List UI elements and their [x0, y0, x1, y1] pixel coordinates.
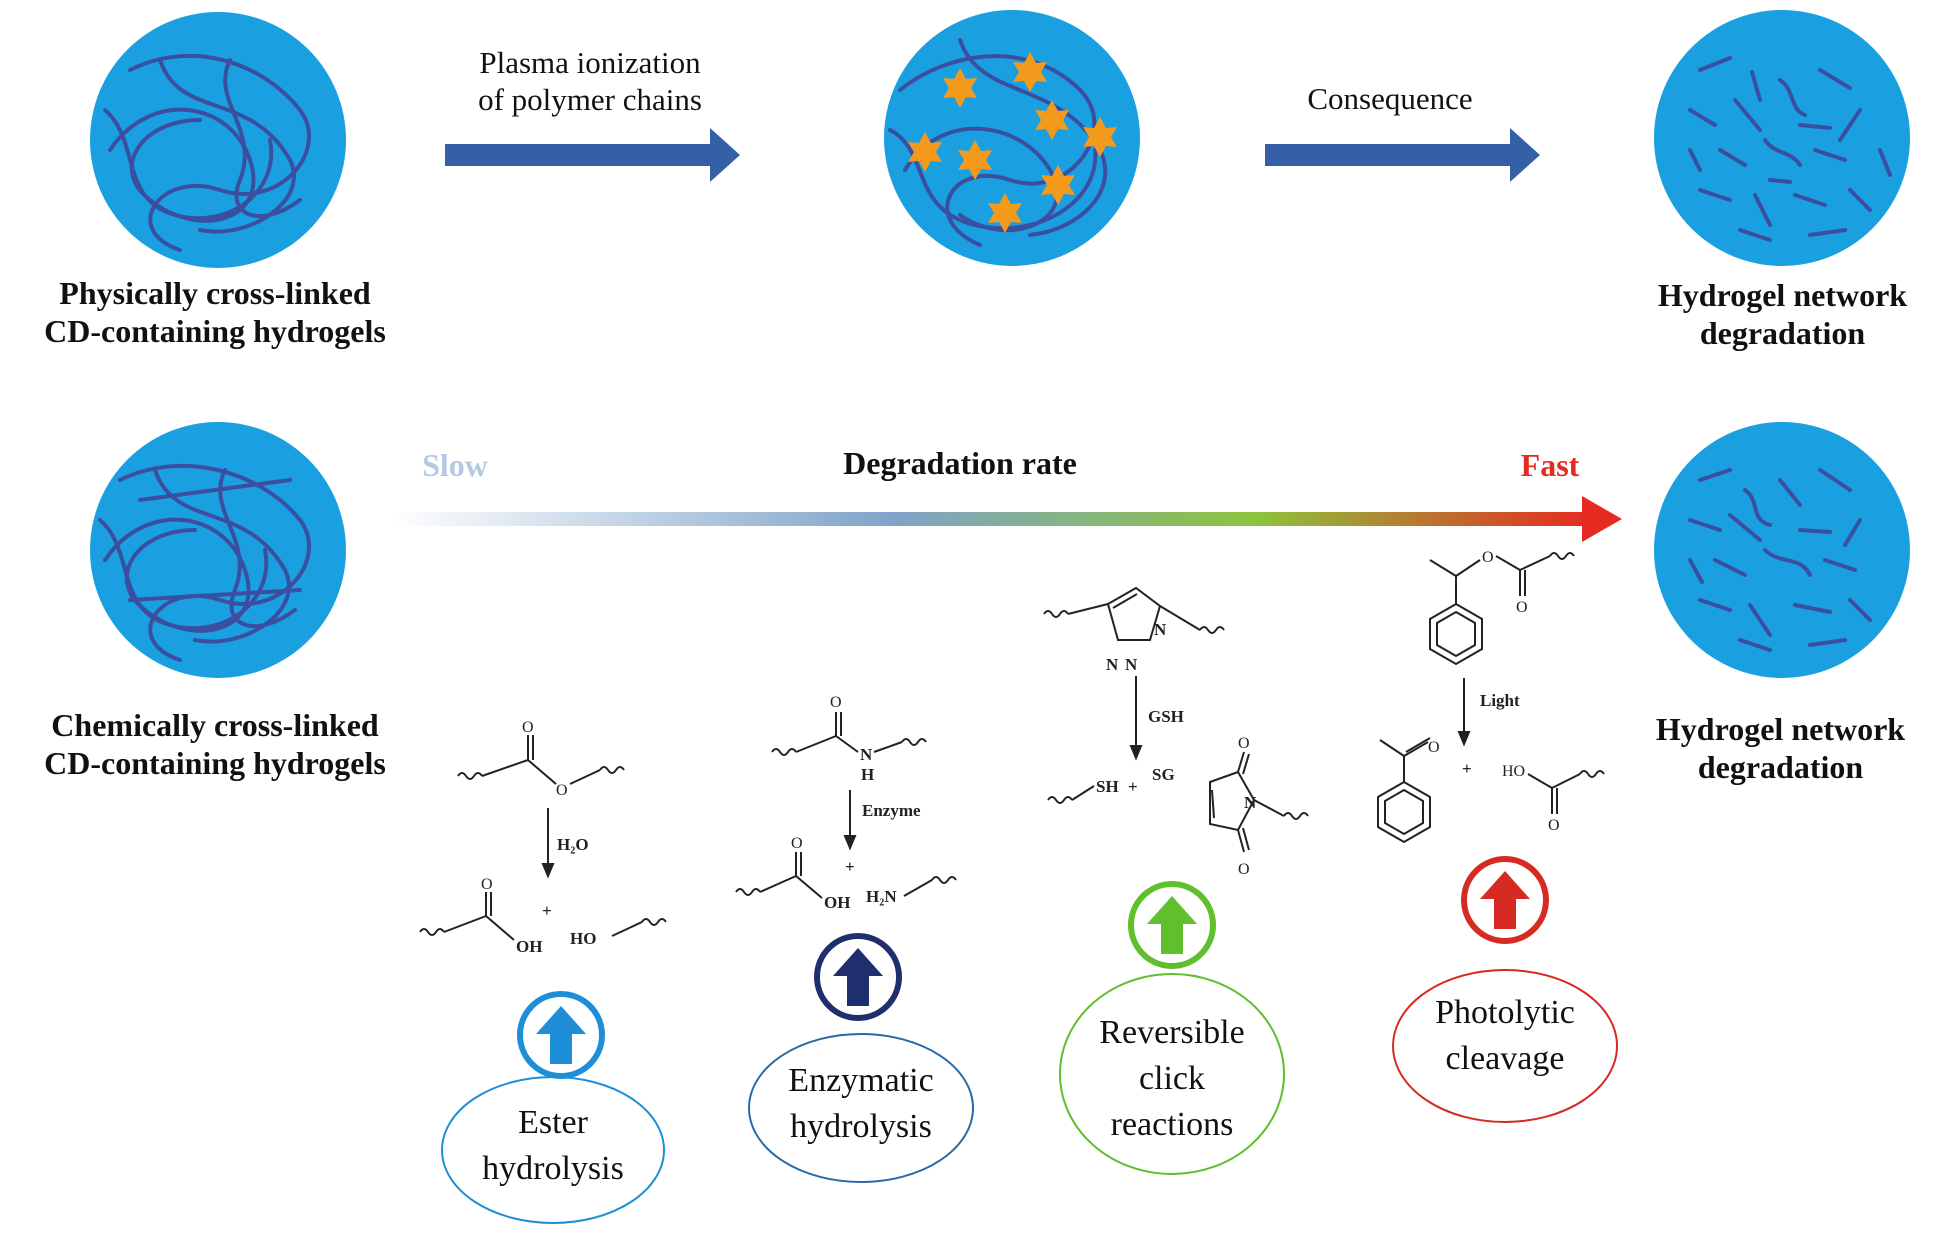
svg-text:GSH: GSH — [1148, 707, 1184, 726]
svg-text:Enzyme: Enzyme — [862, 801, 921, 820]
svg-text:O: O — [1238, 861, 1250, 878]
sphere-degraded-top — [1654, 10, 1910, 266]
svg-text:+: + — [1462, 759, 1472, 778]
click-ellipse — [1059, 973, 1285, 1175]
click-up-arrow-icon — [1128, 881, 1216, 969]
svg-text:O: O — [830, 694, 842, 711]
svg-text:HO: HO — [570, 929, 596, 948]
enzymatic-ellipse — [748, 1033, 974, 1183]
svg-text:+: + — [845, 857, 855, 876]
svg-text:SG: SG — [1152, 765, 1175, 784]
svg-text:+: + — [1128, 777, 1138, 796]
svg-text:O: O — [522, 719, 534, 736]
svg-text:H: H — [861, 765, 874, 784]
plasma-arrow — [445, 128, 740, 182]
svg-text:H₂O: H₂O — [557, 835, 589, 854]
photolytic-scheme-text: O O Light O + HO O — [1428, 549, 1560, 834]
photolytic-ellipse — [1392, 969, 1618, 1123]
enzymatic-scheme — [735, 712, 957, 899]
sphere-plasma — [884, 10, 1140, 266]
ester-up-arrow-icon — [517, 991, 605, 1079]
svg-text:N: N — [1154, 620, 1167, 639]
svg-text:O: O — [481, 876, 493, 893]
svg-text:O: O — [1516, 599, 1528, 616]
svg-text:O: O — [1238, 735, 1250, 752]
enzymatic-up-arrow-icon — [814, 933, 902, 1021]
svg-text:O: O — [556, 782, 568, 799]
svg-text:N: N — [1125, 655, 1138, 674]
photolytic-up-arrow-icon — [1461, 856, 1549, 944]
fast-label: Fast — [1520, 447, 1580, 483]
consequence-arrow — [1265, 128, 1540, 182]
svg-text:O: O — [1548, 817, 1560, 834]
svg-text:N: N — [1244, 793, 1257, 812]
svg-text:O: O — [791, 835, 803, 852]
svg-text:OH: OH — [516, 937, 542, 956]
sphere-physical — [90, 12, 346, 268]
svg-text:O: O — [1482, 549, 1494, 566]
svg-text:N: N — [1106, 655, 1119, 674]
ester-ellipse — [441, 1076, 665, 1224]
sphere-degraded-bottom — [1654, 422, 1910, 678]
svg-text:SH: SH — [1096, 777, 1119, 796]
svg-text:+: + — [542, 901, 552, 920]
degradation-rate-title: Degradation rate — [843, 445, 1077, 481]
degradation-rate-arrow — [390, 496, 1622, 542]
svg-text:H₂N: H₂N — [866, 887, 897, 906]
ester-scheme-text: O O H₂O O + OH HO — [481, 719, 596, 956]
svg-text:N: N — [860, 745, 873, 764]
ester-scheme — [419, 735, 667, 941]
click-scheme-text: N N N GSH SH + SG N O O — [1096, 620, 1257, 878]
click-scheme — [1043, 586, 1309, 853]
photolytic-scheme — [1377, 552, 1605, 844]
svg-text:HO: HO — [1502, 763, 1525, 780]
svg-text:Light: Light — [1480, 691, 1520, 710]
svg-text:O: O — [1428, 739, 1440, 756]
sphere-chemical — [90, 422, 346, 678]
consequence-label: Consequence — [1307, 81, 1473, 116]
svg-text:OH: OH — [824, 893, 850, 912]
enzymatic-scheme-text: O N H Enzyme O + OH H₂N — [791, 694, 921, 912]
slow-label: Slow — [422, 447, 488, 483]
